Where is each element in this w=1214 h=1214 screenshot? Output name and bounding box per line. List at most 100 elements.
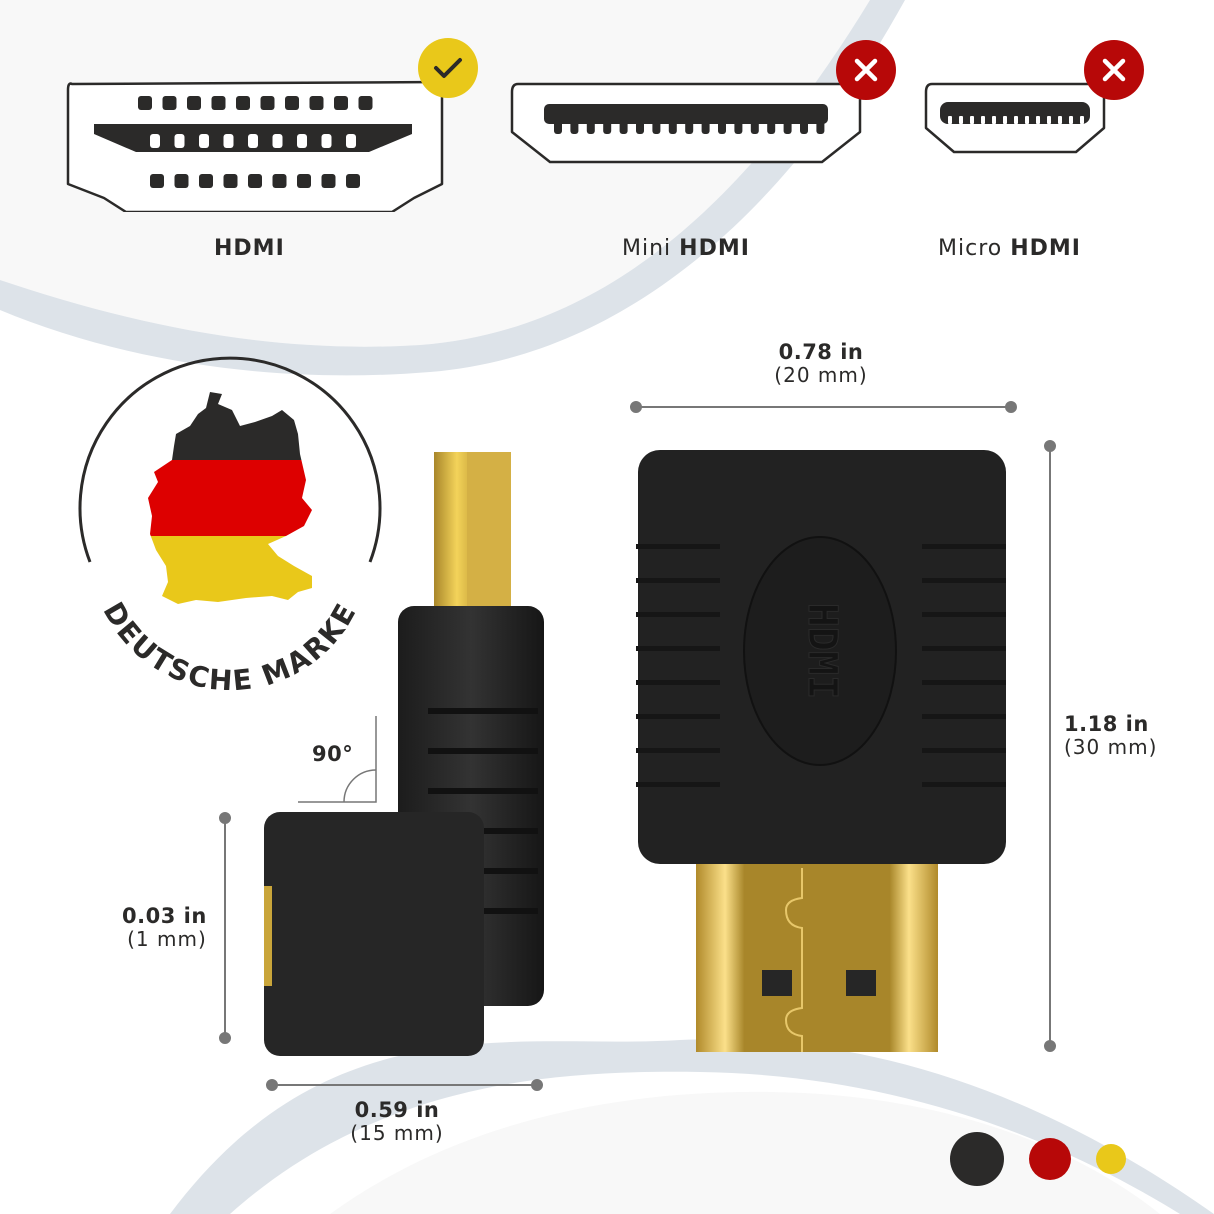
pin	[718, 120, 726, 134]
dimension-metric: (1 mm)	[127, 927, 207, 952]
rib	[636, 544, 720, 549]
dimension-value: 0.03 in	[122, 904, 207, 928]
compatible-badge	[418, 38, 478, 98]
rib	[922, 646, 1006, 651]
coupler-adapter-image: HDMI	[636, 448, 1008, 1052]
dimension-value: 1.18 in	[1064, 712, 1149, 736]
pin	[199, 134, 209, 148]
pin	[321, 134, 332, 148]
pin	[199, 174, 213, 188]
pin	[1069, 116, 1073, 124]
pin	[346, 134, 356, 148]
pin	[554, 120, 562, 134]
cross-icon	[1102, 58, 1126, 82]
angle-value: 90°	[312, 742, 354, 766]
dimension-width-bottom: 0.59 in (15 mm)	[336, 1098, 458, 1145]
pin	[586, 120, 595, 134]
pin	[959, 116, 963, 124]
dimension-width-top: 0.78 in (20 mm)	[760, 340, 882, 387]
pin	[970, 116, 974, 124]
rib	[922, 612, 1006, 617]
pin	[174, 174, 189, 188]
mini-hdmi-port-icon	[510, 82, 862, 164]
right-angle-indicator	[298, 716, 377, 803]
pin	[285, 96, 299, 110]
pin	[236, 96, 250, 110]
pin	[150, 134, 160, 148]
pin	[297, 134, 307, 148]
pin	[636, 120, 644, 134]
hdmi-logo: HDMI	[799, 603, 845, 699]
connector-name-bold: HDMI	[679, 236, 750, 261]
pin	[223, 134, 234, 148]
pin	[297, 174, 311, 188]
pin	[816, 120, 825, 134]
bottom-panel-shape	[330, 1091, 1160, 1214]
pin	[1047, 116, 1051, 124]
dimension-value: 0.59 in	[354, 1098, 440, 1122]
dimension-metric: (30 mm)	[1064, 735, 1158, 760]
pin	[1036, 116, 1040, 124]
pin	[668, 120, 677, 134]
pin	[701, 120, 710, 134]
pin	[619, 120, 628, 134]
color-dot-red	[1029, 1138, 1071, 1180]
pin	[1058, 116, 1062, 124]
pin	[1025, 116, 1029, 124]
connector-label-hdmi: HDMI	[214, 236, 285, 261]
pin	[1014, 116, 1018, 124]
incompatible-badge	[836, 40, 896, 100]
rib	[922, 748, 1006, 753]
pin	[248, 134, 258, 148]
rib	[428, 708, 538, 714]
connector-name-bold: HDMI	[214, 236, 285, 261]
pin	[992, 116, 996, 124]
incompatible-badge	[1084, 40, 1144, 100]
pin	[652, 120, 661, 134]
connector-mini-hdmi	[510, 80, 862, 166]
pin	[272, 174, 287, 188]
pin	[321, 174, 336, 188]
pin	[358, 96, 373, 110]
connector-hdmi	[64, 72, 444, 214]
rib	[636, 748, 720, 753]
rib	[428, 788, 538, 794]
connector-name-regular: Mini	[622, 236, 672, 261]
rib	[636, 612, 720, 617]
connector-label-micro-hdmi: Micro HDMI	[938, 236, 1081, 261]
pin	[767, 120, 776, 134]
pin	[685, 120, 694, 134]
dimension-metric: (15 mm)	[350, 1121, 444, 1146]
rib	[636, 578, 720, 583]
pin	[603, 120, 612, 134]
pin	[211, 96, 226, 110]
micro-hdmi-port-icon	[924, 82, 1106, 154]
angle-label: 90°	[312, 742, 353, 766]
pin	[138, 96, 152, 110]
pin	[162, 96, 177, 110]
rib	[922, 578, 1006, 583]
rib	[636, 680, 720, 685]
color-dot-yellow	[1096, 1144, 1126, 1174]
pin	[981, 116, 985, 124]
pin	[800, 120, 808, 134]
rib	[922, 714, 1006, 719]
dimension-height-right: 1.18 in (30 mm)	[1064, 712, 1157, 759]
cross-icon	[854, 58, 878, 82]
pin	[346, 174, 360, 188]
pin	[150, 174, 164, 188]
check-icon	[434, 58, 462, 78]
pin	[783, 120, 792, 134]
top-arc	[0, 0, 905, 376]
pin	[260, 96, 275, 110]
pin	[272, 134, 283, 148]
pin	[948, 116, 952, 124]
pin	[223, 174, 238, 188]
dimension-metric: (20 mm)	[774, 363, 868, 388]
brand-badge: DEUTSCHE MARKE	[50, 330, 410, 698]
pin	[1080, 116, 1084, 124]
rib	[922, 680, 1006, 685]
color-dot-black	[950, 1132, 1004, 1186]
pin	[334, 96, 348, 110]
pin	[1003, 116, 1007, 124]
